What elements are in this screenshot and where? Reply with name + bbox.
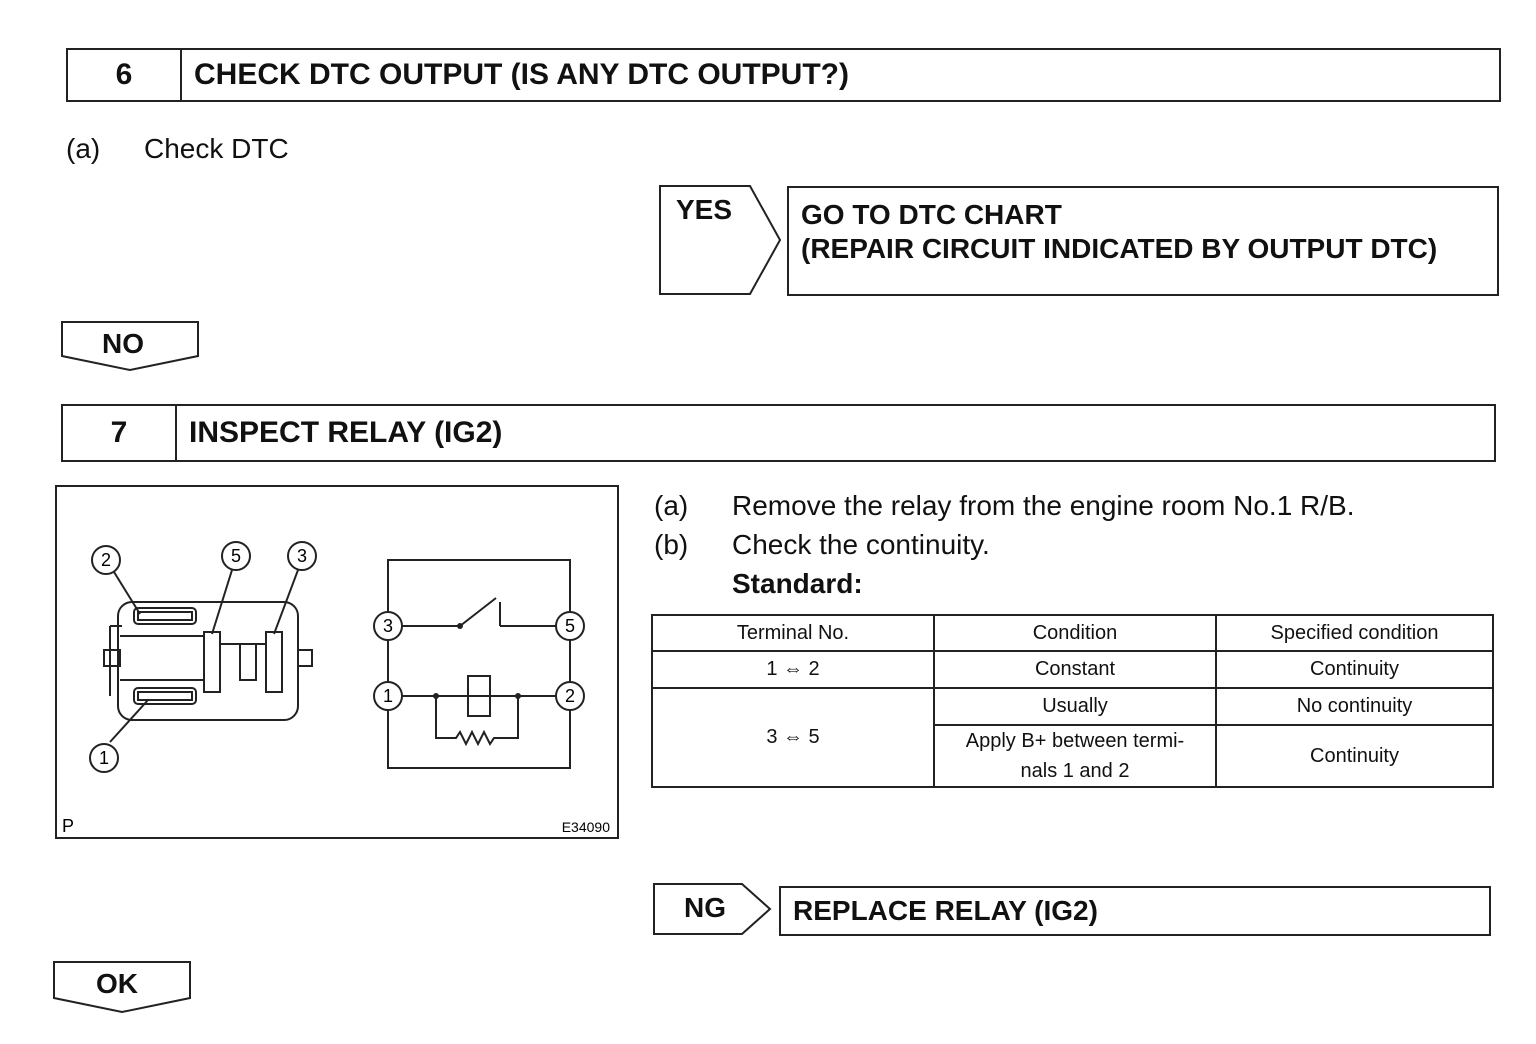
relay-connector-drawing	[103, 569, 313, 743]
terminal-3-label: 3	[297, 546, 307, 566]
ok-arrow-tag	[53, 961, 191, 1014]
figure-corner-mark: P	[62, 816, 74, 836]
terminal-5-label: 5	[231, 546, 241, 566]
terminal-2-label: 2	[101, 550, 111, 570]
circuit-terminal-labels: 3 5 1 2	[373, 611, 585, 711]
yes-result-line1: GO TO DTC CHART	[801, 199, 1062, 230]
condition-line1: Apply B+ between termi-	[965, 730, 1185, 752]
step-number: 6	[68, 50, 182, 100]
continuity-standard-table: Terminal No. Condition Specified conditi…	[651, 614, 1494, 788]
yes-result-line2: (REPAIR CIRCUIT INDICATED BY OUTPUT DTC)	[801, 233, 1438, 264]
relay-figure: 2 5 3 1 3 5 1 2 P E34090	[55, 485, 619, 839]
item-label: (b)	[654, 529, 689, 560]
yes-result-box: GO TO DTC CHART (REPAIR CIRCUIT INDICATE…	[787, 186, 1499, 296]
step-7-item-b: (b) Check the continuity.	[654, 529, 990, 561]
header-condition: Condition	[933, 614, 1217, 652]
table-row: 1 ⇔ 2 Constant Continuity	[651, 650, 1494, 689]
step-7-header: 7 INSPECT RELAY (IG2)	[61, 404, 1496, 462]
circuit-terminal-2: 2	[565, 686, 575, 706]
header-spec: Specified condition	[1215, 614, 1494, 652]
table-header-row: Terminal No. Condition Specified conditi…	[651, 614, 1494, 652]
header-terminal: Terminal No.	[651, 614, 935, 652]
circuit-terminal-5: 5	[565, 616, 575, 636]
item-text: Check DTC	[144, 133, 289, 164]
no-label: NO	[102, 328, 144, 359]
condition-cell: Constant	[933, 650, 1217, 689]
step-number: 7	[63, 406, 177, 460]
step-title: INSPECT RELAY (IG2)	[189, 416, 503, 449]
item-text: Check the continuity.	[732, 529, 990, 560]
step-6-item-a: (a) Check DTC	[66, 133, 289, 165]
step-7-item-a: (a) Remove the relay from the engine room…	[654, 490, 1355, 522]
circuit-terminal-3: 3	[383, 616, 393, 636]
standard-label: Standard:	[732, 568, 863, 599]
condition-cell: Usually	[933, 687, 1217, 726]
step-6-header: 6 CHECK DTC OUTPUT (IS ANY DTC OUTPUT?)	[66, 48, 1501, 102]
condition-cell: Apply B+ between termi- nals 1 and 2	[933, 724, 1217, 788]
table-row: 3 ⇔ 5 Usually No continuity	[651, 687, 1494, 788]
ng-arrow-tag	[653, 883, 772, 935]
item-text: Remove the relay from the engine room No…	[732, 490, 1355, 521]
terminal-cell: 1 ⇔ 2	[651, 650, 935, 689]
ng-result-box: REPLACE RELAY (IG2)	[779, 886, 1491, 936]
item-label: (a)	[66, 133, 101, 164]
yes-arrow-tag	[659, 185, 782, 295]
item-label: (a)	[654, 490, 689, 521]
figure-code: E34090	[562, 819, 610, 835]
spec-cell: Continuity	[1215, 650, 1494, 689]
ng-label: NG	[684, 892, 726, 923]
relay-circuit-diagram	[387, 559, 571, 769]
table-row: Apply B+ between termi- nals 1 and 2 Con…	[652, 724, 1494, 788]
step-title: CHECK DTC OUTPUT (IS ANY DTC OUTPUT?)	[194, 58, 849, 91]
no-arrow-tag	[61, 321, 199, 372]
spec-cell: Continuity	[1215, 724, 1494, 788]
circuit-terminal-1: 1	[383, 686, 393, 706]
condition-line2: nals 1 and 2	[1020, 760, 1130, 782]
connector-terminal-labels: 2 5 3 1	[89, 541, 317, 773]
ok-label: OK	[96, 968, 138, 999]
spec-cell: No continuity	[1215, 687, 1494, 726]
terminal-1-label: 1	[99, 748, 109, 768]
yes-label: YES	[676, 194, 733, 225]
terminal-cell: 3 ⇔ 5	[651, 687, 935, 788]
